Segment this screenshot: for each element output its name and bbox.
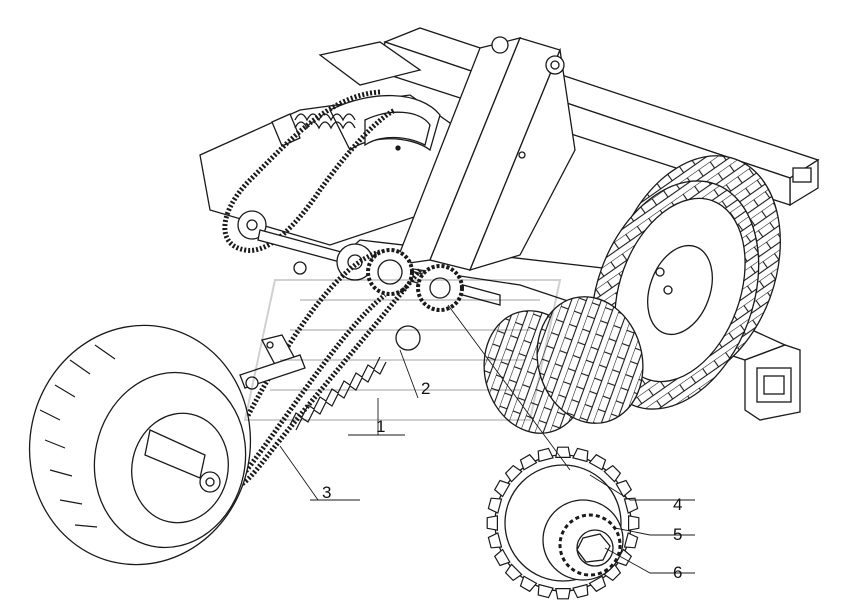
sprocket-tooth	[504, 464, 523, 483]
sprocket-tooth	[504, 563, 523, 582]
callout-6: 6	[673, 563, 682, 582]
sprocket-tooth	[555, 587, 571, 600]
sprocket-tooth	[588, 453, 607, 471]
sprocket-tooth	[537, 583, 554, 599]
rear-wheel	[590, 155, 781, 410]
sprocket-tooth	[603, 464, 622, 483]
sprocket-tooth	[519, 575, 538, 593]
sprocket-tooth	[487, 497, 503, 514]
sprocket-tooth	[623, 497, 639, 514]
sprocket-tooth	[486, 515, 498, 531]
sprocket-tooth	[537, 447, 554, 463]
packer-wheel	[483, 296, 644, 434]
sprocket-tooth	[588, 575, 607, 593]
watermark-logo	[243, 279, 562, 421]
sprocket-tooth	[493, 479, 511, 498]
sprocket-tooth	[487, 532, 503, 549]
callout-1: 1	[376, 417, 385, 436]
tension-spring	[289, 356, 387, 431]
sprocket-tooth	[572, 447, 589, 463]
support-arm	[393, 36, 576, 272]
leader-lines	[279, 304, 695, 574]
sprocket-tooth	[615, 479, 633, 498]
callout-4: 4	[673, 495, 682, 514]
callout-5: 5	[673, 525, 682, 544]
sprocket-tooth	[519, 453, 538, 471]
idler-arm	[239, 334, 306, 390]
sprocket-tooth	[493, 548, 511, 567]
sprocket-tooth	[555, 446, 571, 458]
main-sprocket-stack	[366, 248, 464, 351]
exploded-sprocket-detail	[486, 446, 640, 600]
callout-2: 2	[421, 379, 430, 398]
sprocket-tooth	[572, 583, 589, 599]
sprocket-tooth	[623, 532, 639, 549]
sprocket-tooth	[627, 515, 640, 531]
callout-3: 3	[322, 483, 331, 502]
front-wheel	[28, 324, 252, 566]
hopper-housing	[199, 41, 461, 246]
